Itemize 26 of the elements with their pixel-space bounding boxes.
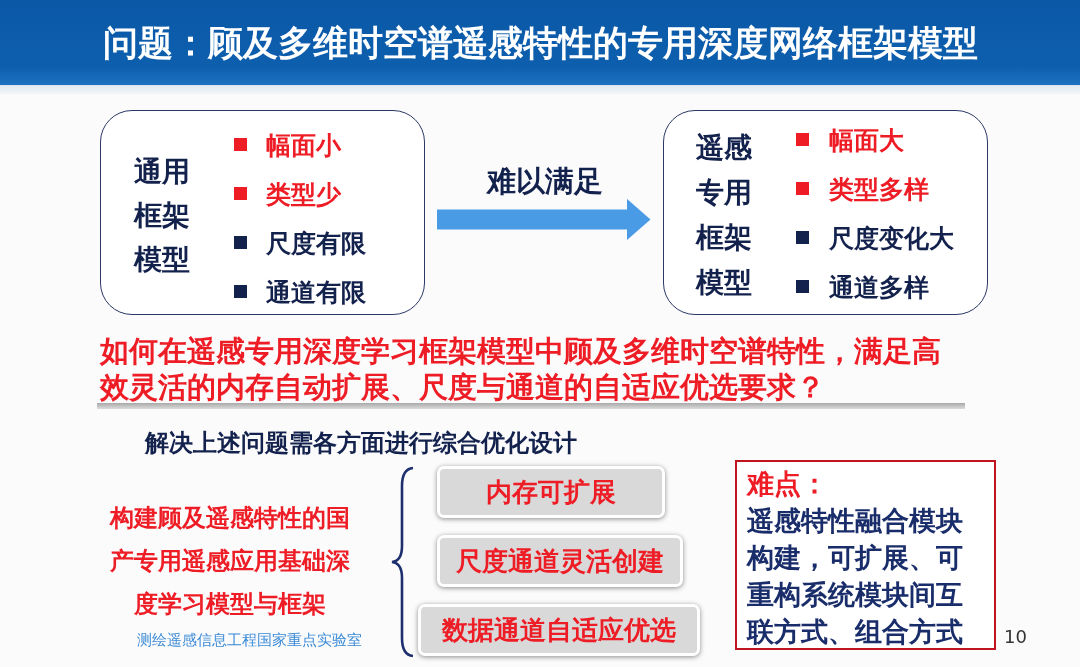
list-item: 类型少: [266, 179, 341, 211]
block-arrow: [437, 198, 651, 241]
list-item: 类型多样: [829, 174, 929, 206]
list-item: 尺度变化大: [829, 223, 954, 255]
feature-box: 尺度通道灵活创建: [437, 535, 683, 587]
list-item: 幅面小: [266, 130, 341, 162]
box-heading: 难点：: [747, 467, 828, 501]
edge-label: 难以满足: [485, 163, 604, 200]
title-text: 问题：顾及多维时空谱遥感特性的专用深度网络框架模型: [101, 22, 979, 65]
box-text: 遥感特性融合模块构建，可扩展、可重构系统模块间互联方式、组合方式: [747, 504, 964, 649]
rounded-box: [100, 110, 425, 315]
question-text: 如何在遥感专用深度学习框架模型中顾及多维时空谱特性，满足高效灵活的内存自动扩展、尺度与通道的自适应优选要求？: [100, 333, 942, 405]
intro-text: 解决上述问题需各方面进行综合优化设计: [145, 428, 577, 458]
list-item: 通道多样: [829, 272, 929, 304]
lab-name: 测绘遥感信息工程国家重点实验室: [137, 630, 362, 650]
list-item: 通道有限: [266, 277, 366, 309]
feature-box: 数据通道自适应优选: [418, 604, 700, 656]
feature-box: 内存可扩展: [437, 466, 665, 518]
box-heading: 通用框架模型: [134, 154, 191, 278]
box-heading: 遥感专用框架模型: [696, 130, 753, 301]
page-number: 10: [1004, 626, 1027, 648]
list-item: 尺度有限: [266, 228, 366, 260]
list-item: 幅面大: [829, 125, 904, 157]
goal-text: 构建顾及遥感特性的国产专用遥感应用基础深度学习模型与框架: [108, 503, 351, 620]
rounded-box: [663, 110, 988, 315]
note-box: [735, 460, 996, 650]
